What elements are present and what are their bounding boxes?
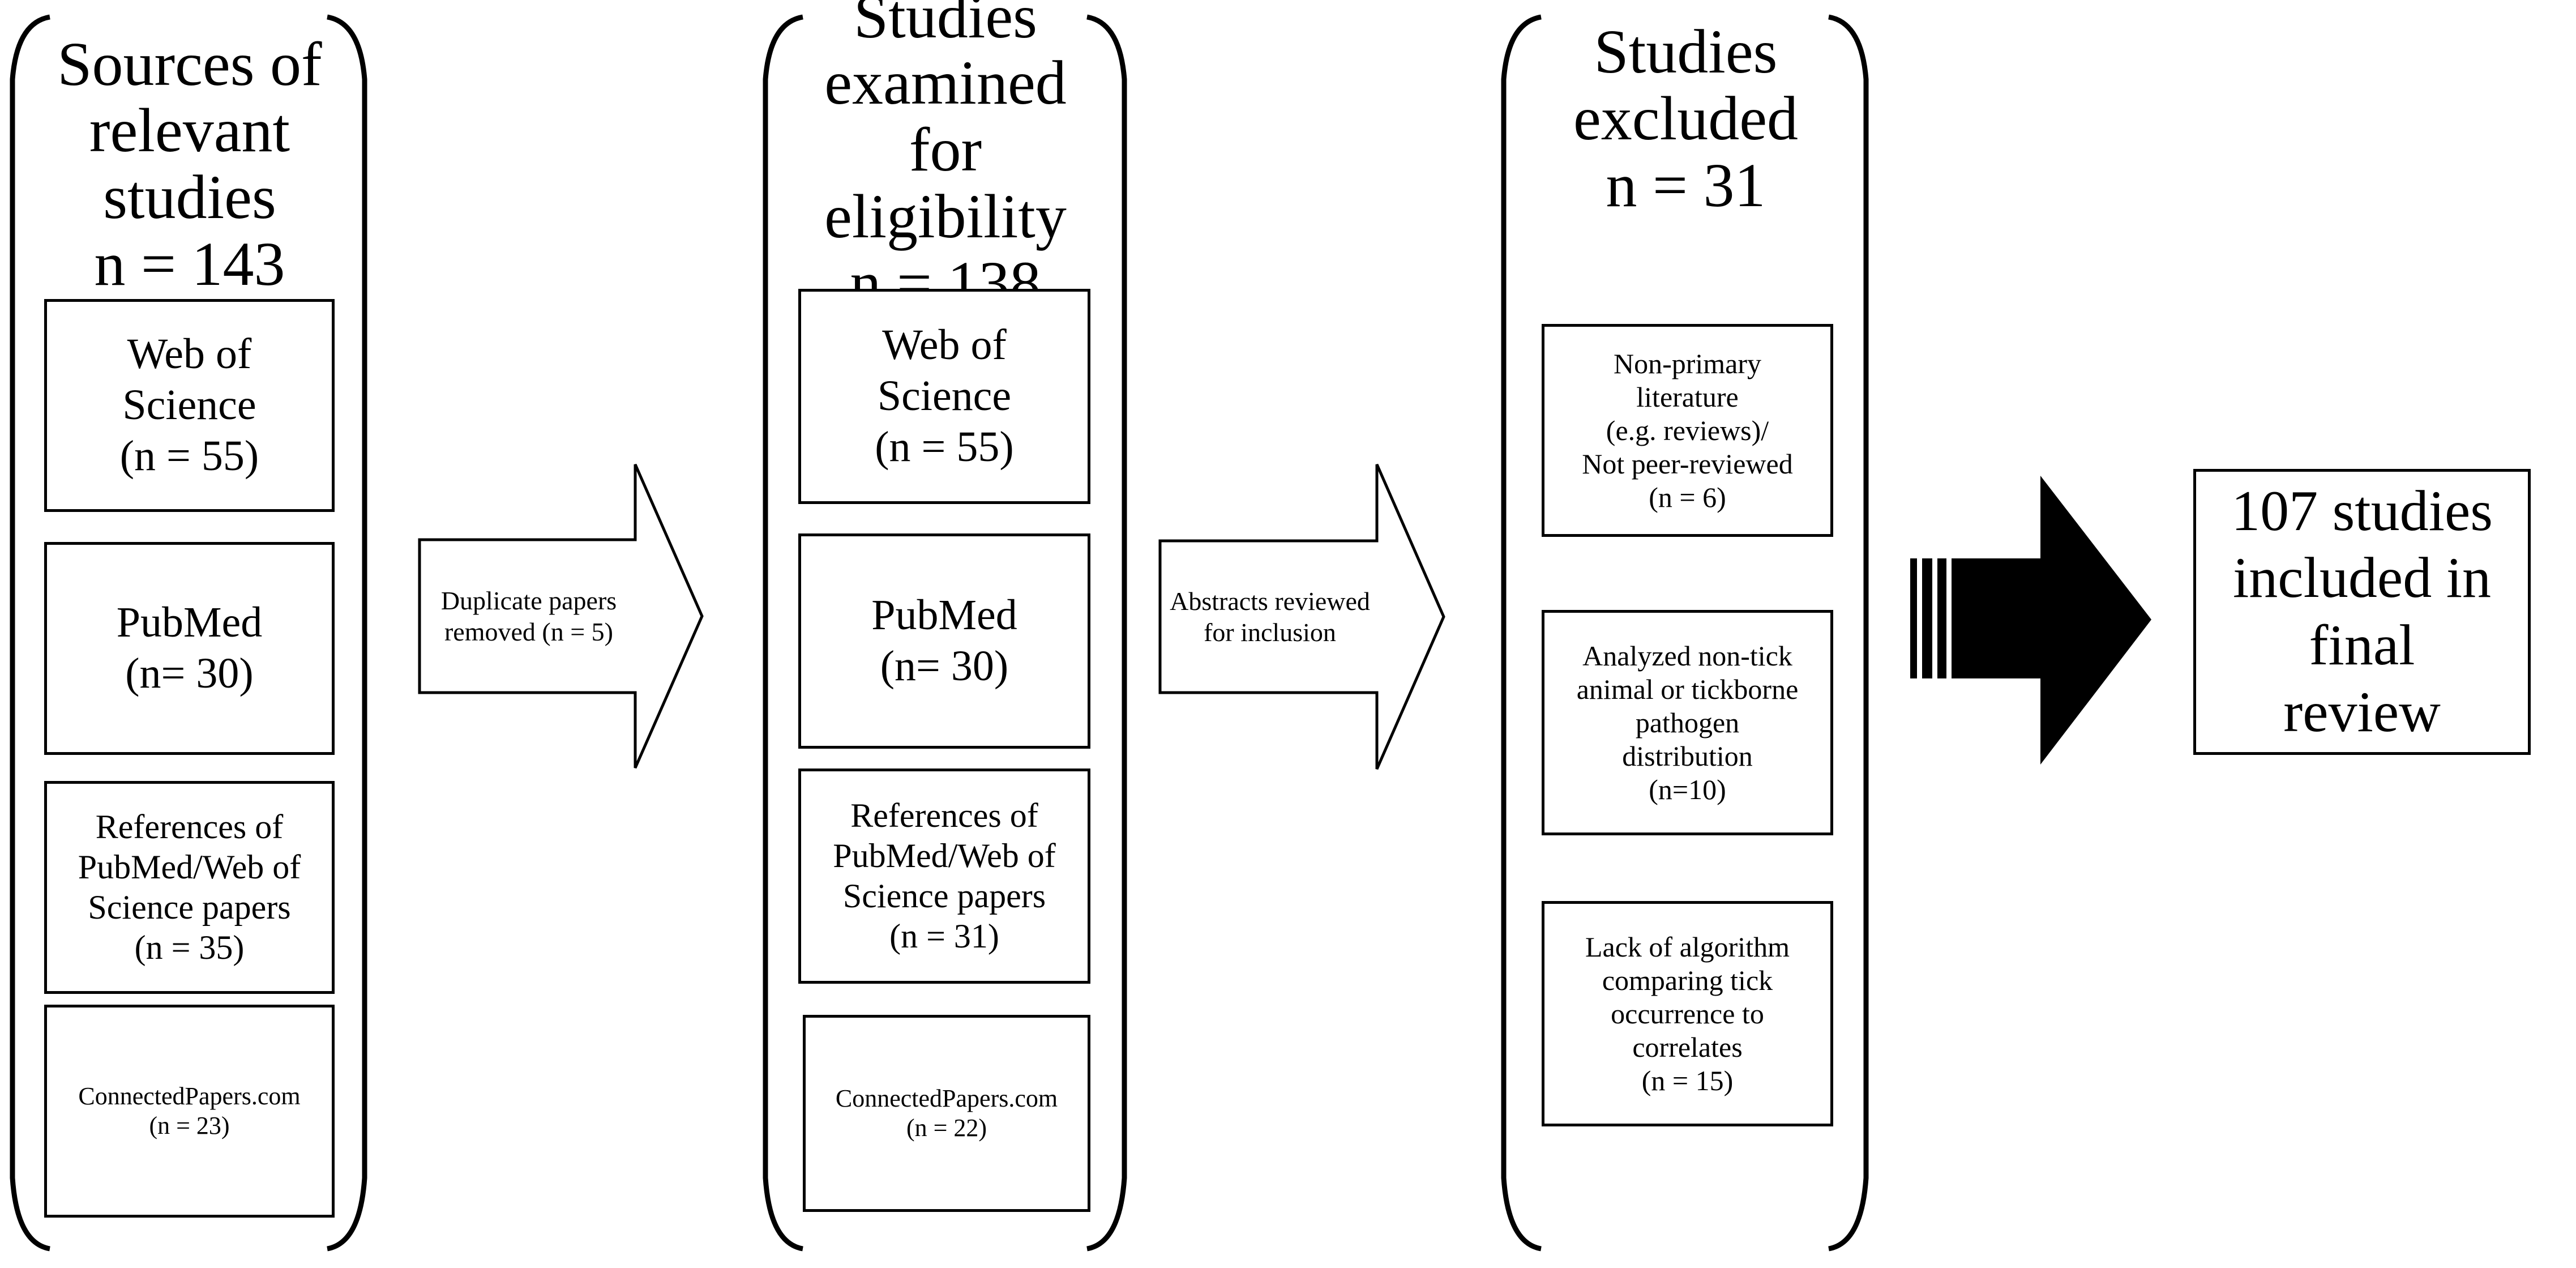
column-2-box-references: References of PubMed/Web of Science pape… xyxy=(798,769,1090,984)
column-2-heading: Studies examined for eligibility n = 138 xyxy=(824,0,1067,318)
column-3-left-bracket xyxy=(1501,14,1542,1252)
arrow-duplicates-removed xyxy=(418,463,704,769)
column-3-heading: Studies excluded n = 31 xyxy=(1573,17,1799,220)
arrow-2-label: Abstracts reviewed for inclusion xyxy=(1170,586,1370,647)
column-1-box-web-of-science: Web of Science (n = 55) xyxy=(44,299,335,512)
arrow-abstracts-reviewed xyxy=(1158,463,1445,770)
final-included-box: 107 studies included in final review xyxy=(2193,469,2531,755)
column-2-box-pubmed: PubMed (n= 30) xyxy=(798,533,1090,749)
column-3-right-bracket xyxy=(1828,14,1869,1252)
column-1-box-pubmed: PubMed (n= 30) xyxy=(44,542,335,755)
column-3-box-non-primary: Non-primary literature (e.g. reviews)/ N… xyxy=(1542,324,1833,537)
column-1-right-bracket xyxy=(327,14,367,1252)
column-1-heading: Sources of relevant studies n = 143 xyxy=(57,29,322,298)
column-2-box-web-of-science: Web of Science (n = 55) xyxy=(798,289,1090,504)
arrow-final-inclusion xyxy=(1910,476,2151,765)
arrow-1-label: Duplicate papers removed (n = 5) xyxy=(440,586,617,646)
column-2-box-connectedpapers: ConnectedPapers.com (n = 22) xyxy=(803,1015,1090,1212)
column-2-right-bracket xyxy=(1086,14,1127,1252)
column-3-box-non-tick: Analyzed non-tick animal or tickborne pa… xyxy=(1542,610,1833,835)
column-1-left-bracket xyxy=(10,14,50,1252)
column-3-box-lack-of-algorithm: Lack of algorithm comparing tick occurre… xyxy=(1542,901,1833,1126)
column-1-box-connectedpapers: ConnectedPapers.com (n = 23) xyxy=(44,1005,335,1218)
column-2-left-bracket xyxy=(763,14,803,1252)
column-1-box-references: References of PubMed/Web of Science pape… xyxy=(44,781,335,994)
